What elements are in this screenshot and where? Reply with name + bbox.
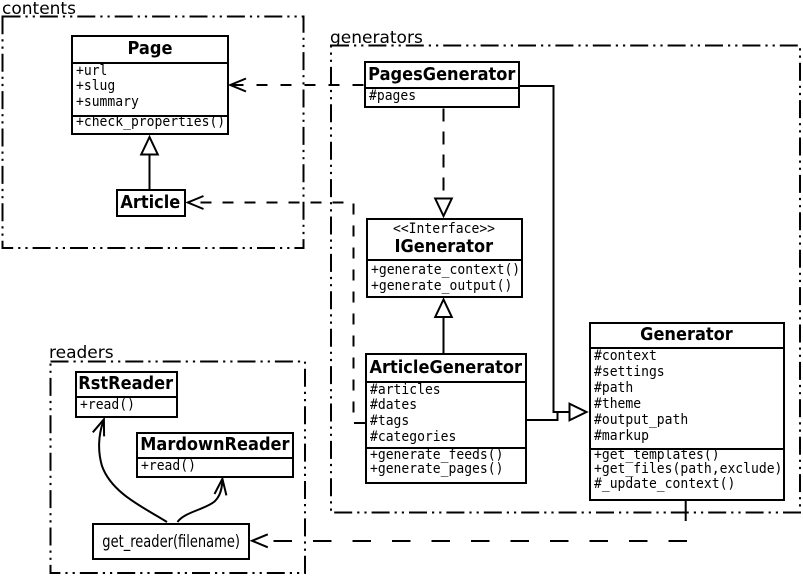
arrowhead-triangle-pagesgenerator-to-igenerator [433,197,454,219]
attribute: #pages [368,87,416,104]
attribute: +url [75,62,107,79]
attribute: #articles [370,381,441,398]
package-readers-border [49,360,306,574]
arrowhead-triangle-articlegenerator-to-igenerator [433,297,454,318]
class-page-attributes: +url +slug +summary [73,62,227,115]
attribute: +summary [75,94,139,111]
package-label-generators: generators [330,28,423,48]
class-pagesgenerator-name: PagesGenerator [367,63,516,85]
arrowhead-open-generator-to-getreader [249,533,269,549]
edge-articlegenerator-to-article [191,201,365,424]
attribute: #dates [370,397,418,414]
function-get-reader: get_reader(filename) [91,522,250,560]
method: +generate_output() [370,277,512,294]
function-get-reader-label: get_reader(filename) [101,531,240,551]
edge-getreader-to-rstreader [98,421,168,523]
class-article-name: Article [120,191,181,213]
attribute: #categories [370,429,457,446]
package-generators-border [330,44,801,514]
class-generator-methods: +get_templates() +get_files(path,exclude… [590,447,783,499]
class-pagesgenerator-attributes: #pages [366,87,518,107]
class-generator-attributes: #context #settings #path #theme #output_… [591,348,783,448]
arrowhead-open-getreader-to-mardownreader [213,475,228,496]
class-page-title: Page [72,37,227,64]
method: +generate_pages() [370,460,504,477]
package-label-readers: readers [49,343,114,363]
class-igenerator-methods: +generate_context() +generate_output() [368,261,521,296]
method: +get_files(path,exclude) [593,461,782,478]
attribute: #context [593,348,657,364]
class-articlegenerator: ArticleGenerator #articles #dates #tags … [365,353,527,484]
class-igenerator: <<Interface>> IGenerator +generate_conte… [365,217,523,298]
class-article: Article [115,188,186,217]
class-articlegenerator-name: ArticleGenerator [369,356,523,378]
class-page-name: Page [127,38,172,59]
class-rstreader-methods: +read() [77,396,176,416]
class-igenerator-title: <<Interface>> IGenerator [367,220,521,261]
attribute: #theme [593,395,641,412]
class-page-methods: +check_properties() [72,114,227,134]
class-mardownreader-title: MardownReader [137,434,292,459]
class-rstreader-title: RstReader [76,373,176,398]
package-label-contents: contents [2,0,76,19]
attribute: #path [593,379,633,396]
class-page: Page +url +slug +summary +check_properti… [70,34,229,135]
method: +generate_feeds() [370,446,504,463]
class-rstreader: RstReader +read() [74,370,178,418]
edge-articlegenerator-to-generator [526,412,559,421]
arrowhead-triangle-article-to-page [139,134,160,156]
package-contents-border [1,15,305,249]
class-articlegenerator-title: ArticleGenerator [367,355,525,383]
method: +read() [79,396,135,413]
class-pagesgenerator-title: PagesGenerator [365,63,518,89]
class-mardownreader: MardownReader +read() [135,431,294,478]
class-article-title: Article [118,191,185,215]
method: +get_templates() [593,447,720,463]
class-mardownreader-name: MardownReader [140,434,290,455]
class-mardownreader-methods: +read() [138,457,293,476]
arrowhead-open-articlegenerator-to-article [185,195,204,210]
class-rstreader-name: RstReader [78,373,174,394]
class-articlegenerator-attributes: #articles #dates #tags #categories [367,381,525,448]
attribute: +slug [75,78,115,95]
arrowhead-open-pagesgenerator-to-page [227,77,247,93]
class-igenerator-stereotype: <<Interface>> [392,221,496,237]
attribute: #tags [370,413,410,430]
class-igenerator-name: IGenerator [394,236,494,257]
method: +generate_context() [370,262,520,278]
attribute: #markup [593,427,649,444]
arrowhead-triangle-to-generator [568,402,589,422]
class-generator-title: Generator [590,324,783,349]
method: #_update_context() [593,475,735,492]
class-generator: Generator #context #settings #path #them… [588,321,785,501]
edge-pagesgenerator-to-generator [519,85,569,413]
class-generator-name: Generator [640,324,733,346]
attribute: #settings [593,363,665,380]
class-pagesgenerator: PagesGenerator #pages [363,60,520,108]
attribute: #output_path [593,411,688,428]
arrowhead-open-getreader-to-rstreader [92,416,106,437]
method: +check_properties() [75,114,225,130]
method: +read() [140,457,196,474]
edge-getreader-to-mardownreader [176,480,224,523]
class-articlegenerator-methods: +generate_feeds() +generate_pages() [367,447,525,482]
